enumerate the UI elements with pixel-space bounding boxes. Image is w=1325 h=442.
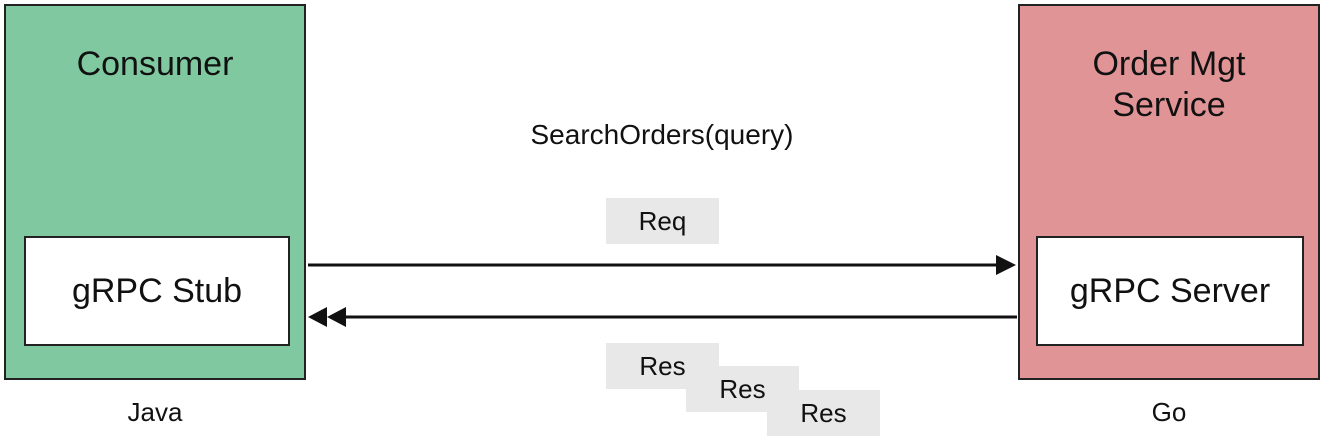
order-service-title: Order Mgt Service [1092,45,1246,124]
server-language-label: Go [1151,397,1187,427]
rpc-method-label: SearchOrders(query) [530,119,794,150]
response-arrow-head [308,307,327,327]
response-message-label: Res [800,397,847,428]
response-message: Res [606,343,719,389]
response-message-label: Res [639,350,686,381]
request-arrow-head [996,255,1016,275]
grpc-server-label: gRPC Server [1069,271,1271,310]
order-service-box: Order Mgt Service gRPC Server [1018,4,1320,380]
request-message: Req [606,198,719,244]
request-message-label: Req [638,205,687,236]
consumer-language-label: Java [127,397,183,427]
grpc-server-box: gRPC Server [1036,236,1304,346]
response-message-label: Res [719,373,766,404]
grpc-stub-label: gRPC Stub [71,271,243,310]
response-message: Res [767,390,880,436]
response-arrow-head [327,307,346,327]
consumer-title: Consumer [76,45,234,83]
consumer-box: Consumer gRPC Stub [4,4,306,380]
grpc-stub-box: gRPC Stub [24,236,290,346]
